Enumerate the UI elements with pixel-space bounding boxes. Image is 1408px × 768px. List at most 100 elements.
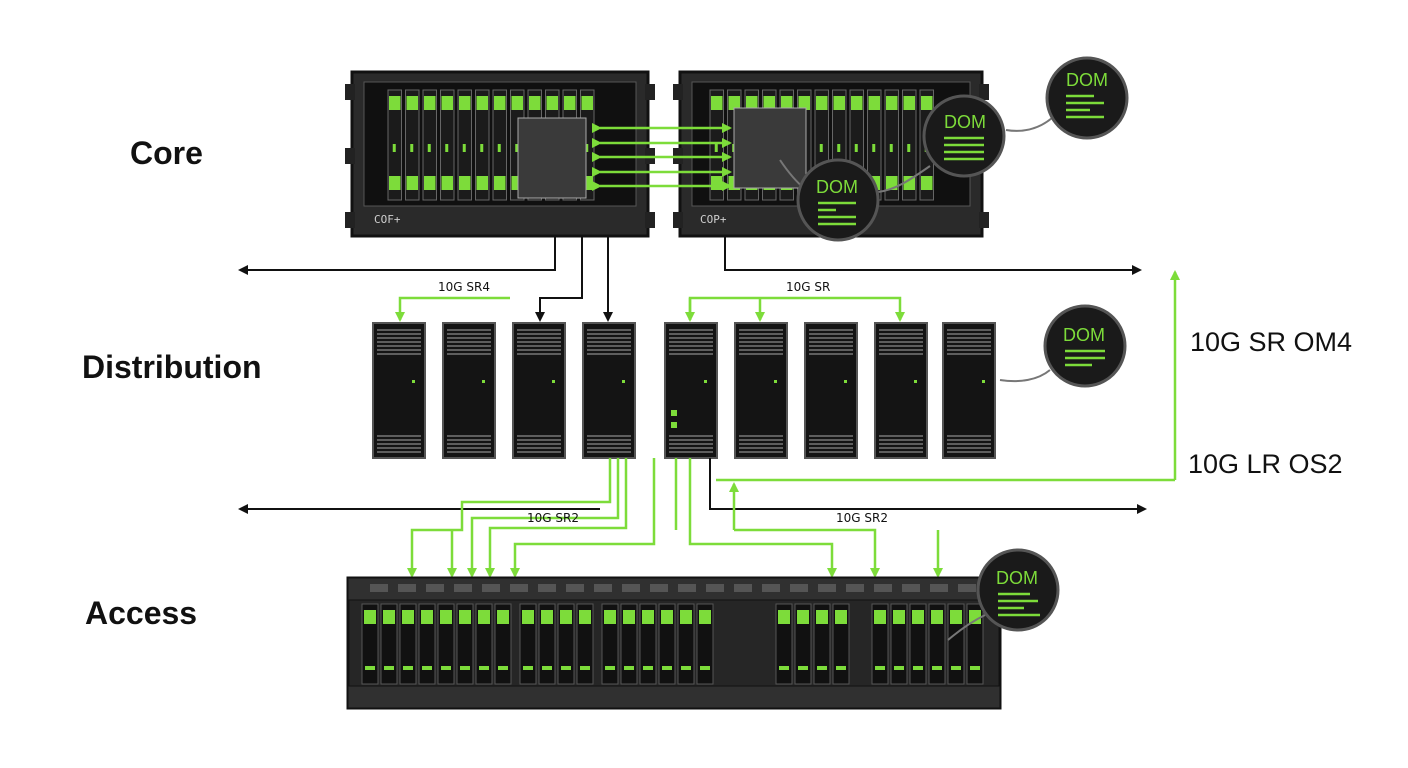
access-port-module [620, 603, 638, 685]
status-led [774, 380, 777, 383]
line-card [440, 89, 455, 201]
access-port-module [696, 603, 714, 685]
access-port-module [380, 603, 398, 685]
legend-label-multimode: 10G SR OM4 [1190, 327, 1352, 357]
port-block [426, 584, 444, 592]
distribution-switch [512, 322, 566, 459]
line-card [902, 89, 917, 201]
access-port-module [639, 603, 657, 685]
status-led [671, 410, 677, 416]
distribution-switch [664, 322, 718, 459]
access-port-module [475, 603, 493, 685]
status-led [704, 380, 707, 383]
dom-badge-label: DOM [944, 112, 986, 132]
dom-readout-icon [998, 592, 1040, 617]
port-block [706, 584, 724, 592]
port-block [930, 584, 948, 592]
access-port-module [418, 603, 436, 685]
tier-label-core: Core [130, 135, 203, 171]
distribution-switch-row [372, 322, 996, 459]
port-block [370, 584, 388, 592]
distribution-horizontal-arrows [238, 458, 1147, 514]
access-port-module [456, 603, 474, 685]
dom-badge: DOM [947, 548, 1060, 641]
access-port-module [658, 603, 676, 685]
line-card [884, 89, 899, 201]
port-block [790, 584, 808, 592]
port-block [594, 584, 612, 592]
access-port-module [928, 603, 946, 685]
status-led [412, 380, 415, 383]
port-block [902, 584, 920, 592]
core-interconnect-links [592, 123, 732, 191]
access-port-module [361, 603, 379, 685]
status-led [622, 380, 625, 383]
access-port-module [832, 603, 850, 685]
distribution-switch [372, 322, 426, 459]
link-label-core-dist-left: 10G SR4 [438, 280, 490, 294]
access-port-module [601, 603, 619, 685]
access-port-module [947, 603, 965, 685]
port-block [510, 584, 528, 592]
access-port-module [966, 603, 984, 685]
access-port-module [775, 603, 793, 685]
access-switch-chassis [346, 576, 1002, 710]
port-block [958, 584, 976, 592]
dom-badge: DOM [877, 94, 1006, 193]
line-card [405, 89, 420, 201]
access-port-module [576, 603, 594, 685]
link-label-core-dist-right: 10G SR [786, 280, 830, 294]
access-port-module [677, 603, 695, 685]
dom-badge: DOM [1005, 56, 1129, 140]
access-port-module [890, 603, 908, 685]
core-chassis-right-label: COP+ [700, 213, 727, 226]
link-label-dist-access-right: 10G SR2 [836, 511, 888, 525]
access-port-module [557, 603, 575, 685]
link-label-dist-access-left: 10G SR2 [527, 511, 579, 525]
access-port-module [794, 603, 812, 685]
port-block [846, 584, 864, 592]
port-block [734, 584, 752, 592]
dom-readout-icon [1066, 94, 1104, 119]
distribution-switch [874, 322, 928, 459]
line-card [422, 89, 437, 201]
supervisor-module [733, 107, 807, 189]
core-chassis-left-label: COF+ [374, 213, 401, 226]
status-led [482, 380, 485, 383]
dom-readout-icon [818, 201, 856, 226]
status-led [671, 422, 677, 428]
dom-badge: DOM [999, 304, 1127, 388]
core-chassis-left: COF+ [345, 70, 655, 238]
status-led [914, 380, 917, 383]
supervisor-module [517, 117, 587, 199]
line-card [457, 89, 472, 201]
tier-label-distribution: Distribution [82, 349, 262, 385]
line-card [492, 89, 507, 201]
dom-readout-icon [944, 136, 984, 161]
port-block [818, 584, 836, 592]
port-block [622, 584, 640, 592]
distribution-access-fiber-links [407, 458, 1175, 578]
access-port-module [538, 603, 556, 685]
access-port-modules [361, 584, 984, 685]
access-port-module [871, 603, 889, 685]
port-block [566, 584, 584, 592]
distribution-switch [804, 322, 858, 459]
distribution-switch [582, 322, 636, 459]
status-led [982, 380, 985, 383]
dom-badge-label: DOM [996, 568, 1038, 588]
dom-badge: DOM [779, 158, 880, 242]
access-port-module [519, 603, 537, 685]
access-port-module [813, 603, 831, 685]
legend-label-singlemode: 10G LR OS2 [1188, 449, 1343, 479]
access-port-module [909, 603, 927, 685]
line-card [387, 89, 402, 201]
port-block [482, 584, 500, 592]
distribution-switch [442, 322, 496, 459]
dom-badge-label: DOM [816, 177, 858, 197]
access-port-module [437, 603, 455, 685]
core-uplink-arrows [238, 236, 1142, 322]
port-block [678, 584, 696, 592]
status-led [844, 380, 847, 383]
